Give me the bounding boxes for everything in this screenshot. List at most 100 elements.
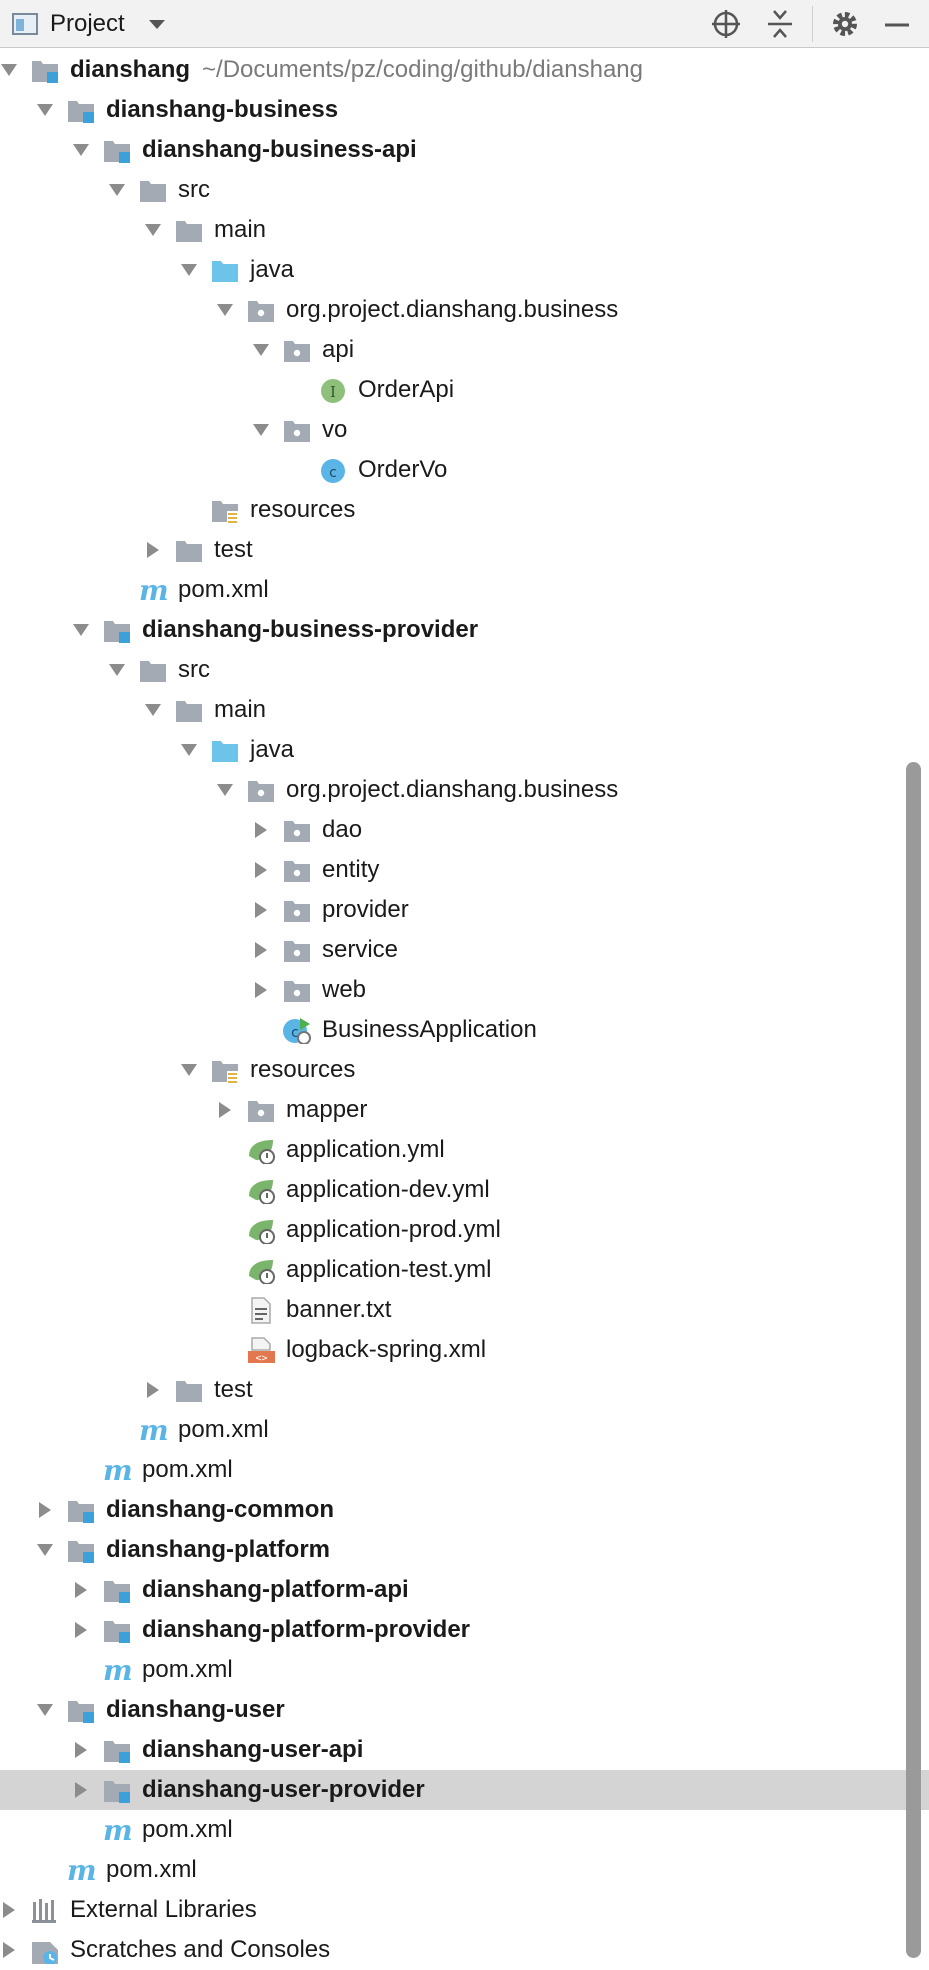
tree-node[interactable]: org.project.dianshang.business (0, 770, 929, 810)
interface-icon: I (321, 379, 345, 403)
node-name: service (322, 936, 399, 963)
collapsed-arrow-icon[interactable] (0, 1901, 18, 1919)
collapsed-arrow-icon[interactable] (252, 861, 270, 879)
tree-node[interactable]: test (0, 530, 929, 570)
expanded-arrow-icon[interactable] (72, 621, 90, 639)
tree-node[interactable]: dao (0, 810, 929, 850)
tree-node[interactable]: mapper (0, 1090, 929, 1130)
collapsed-arrow-icon[interactable] (144, 541, 162, 559)
tree-node[interactable]: application-test.yml (0, 1250, 929, 1290)
tree-node[interactable]: application-prod.yml (0, 1210, 929, 1250)
tree-node[interactable]: service (0, 930, 929, 970)
tree-node[interactable]: src (0, 650, 929, 690)
module-folder-icon (68, 1501, 94, 1523)
collapsed-arrow-icon[interactable] (0, 1941, 18, 1959)
tree-node[interactable]: dianshang-business (0, 90, 929, 130)
tree-node[interactable]: dianshang-user-api (0, 1730, 929, 1770)
tree-node[interactable]: External Libraries (0, 1890, 929, 1930)
expanded-arrow-icon[interactable] (252, 341, 270, 359)
tree-node[interactable]: provider (0, 890, 929, 930)
collapsed-arrow-icon[interactable] (252, 821, 270, 839)
expanded-arrow-icon[interactable] (180, 1061, 198, 1079)
gear-icon[interactable] (829, 8, 861, 40)
node-name: dianshang-business-api (142, 136, 417, 163)
collapsed-arrow-icon[interactable] (72, 1581, 90, 1599)
tree-node[interactable]: org.project.dianshang.business (0, 290, 929, 330)
collapsed-arrow-icon[interactable] (252, 901, 270, 919)
tree-node[interactable]: java (0, 730, 929, 770)
tree-node[interactable]: src (0, 170, 929, 210)
expanded-arrow-icon[interactable] (108, 181, 126, 199)
expanded-arrow-icon[interactable] (144, 701, 162, 719)
expanded-arrow-icon[interactable] (180, 261, 198, 279)
tree-node[interactable]: Scratches and Consoles (0, 1930, 929, 1970)
tree-node[interactable]: application.yml (0, 1130, 929, 1170)
collapse-all-icon[interactable] (764, 8, 796, 40)
dropdown-arrow-icon[interactable] (146, 16, 168, 32)
tree-node[interactable]: java (0, 250, 929, 290)
expanded-arrow-icon[interactable] (144, 221, 162, 239)
collapsed-arrow-icon[interactable] (144, 1381, 162, 1399)
minimize-icon[interactable] (881, 8, 913, 40)
collapsed-arrow-icon[interactable] (72, 1781, 90, 1799)
maven-icon: m (139, 576, 168, 604)
expanded-arrow-icon[interactable] (36, 1701, 54, 1719)
tree-node[interactable]: banner.txt (0, 1290, 929, 1330)
expanded-arrow-icon[interactable] (108, 661, 126, 679)
collapsed-arrow-icon[interactable] (252, 981, 270, 999)
tree-node[interactable]: resources (0, 490, 929, 530)
scratches-icon (32, 1942, 58, 1964)
collapsed-arrow-icon[interactable] (216, 1101, 234, 1119)
node-name: dianshang-platform (106, 1536, 331, 1563)
expanded-arrow-icon[interactable] (180, 741, 198, 759)
expanded-arrow-icon[interactable] (36, 101, 54, 119)
module-folder-icon (104, 1621, 130, 1643)
vertical-scrollbar-thumb[interactable] (906, 762, 921, 1958)
tree-node[interactable]: web (0, 970, 929, 1010)
tree-node[interactable]: vo (0, 410, 929, 450)
tool-window-title[interactable]: Project (50, 10, 125, 37)
expanded-arrow-icon[interactable] (216, 781, 234, 799)
folder-icon (140, 181, 166, 202)
tree-node[interactable]: entity (0, 850, 929, 890)
tree-node[interactable]: dianshang-user-provider (0, 1770, 929, 1810)
expanded-arrow-icon[interactable] (36, 1541, 54, 1559)
collapsed-arrow-icon[interactable] (72, 1741, 90, 1759)
tree-node[interactable]: dianshang-platform-api (0, 1570, 929, 1610)
tree-node[interactable]: dianshang-platform (0, 1530, 929, 1570)
tree-node-label: src (178, 656, 210, 684)
expanded-arrow-icon[interactable] (0, 61, 18, 79)
collapsed-arrow-icon[interactable] (252, 941, 270, 959)
tree-node[interactable]: dianshang-platform-provider (0, 1610, 929, 1650)
tree-node[interactable]: dianshang-business-api (0, 130, 929, 170)
tree-node[interactable]: test (0, 1370, 929, 1410)
tree-node[interactable]: main (0, 210, 929, 250)
tree-node[interactable]: dianshang~/Documents/pz/coding/github/di… (0, 50, 929, 90)
tree-node[interactable]: dianshang-common (0, 1490, 929, 1530)
tree-node[interactable]: dianshang-business-provider (0, 610, 929, 650)
expanded-arrow-icon[interactable] (252, 421, 270, 439)
expanded-arrow-icon[interactable] (72, 141, 90, 159)
node-name: mapper (286, 1096, 368, 1123)
tree-node[interactable]: resources (0, 1050, 929, 1090)
collapsed-arrow-icon[interactable] (36, 1501, 54, 1519)
collapsed-arrow-icon[interactable] (72, 1621, 90, 1639)
tree-node[interactable]: <>logback-spring.xml (0, 1330, 929, 1370)
tree-node-label: test (214, 1376, 253, 1404)
module-folder-icon (104, 1781, 130, 1803)
tree-node[interactable]: dianshang-user (0, 1690, 929, 1730)
tree-node[interactable]: application-dev.yml (0, 1170, 929, 1210)
expanded-arrow-icon[interactable] (216, 301, 234, 319)
tree-node[interactable]: c BusinessApplication (0, 1010, 929, 1050)
tree-node[interactable]: api (0, 330, 929, 370)
locate-icon[interactable] (710, 8, 742, 40)
tree-node[interactable]: main (0, 690, 929, 730)
